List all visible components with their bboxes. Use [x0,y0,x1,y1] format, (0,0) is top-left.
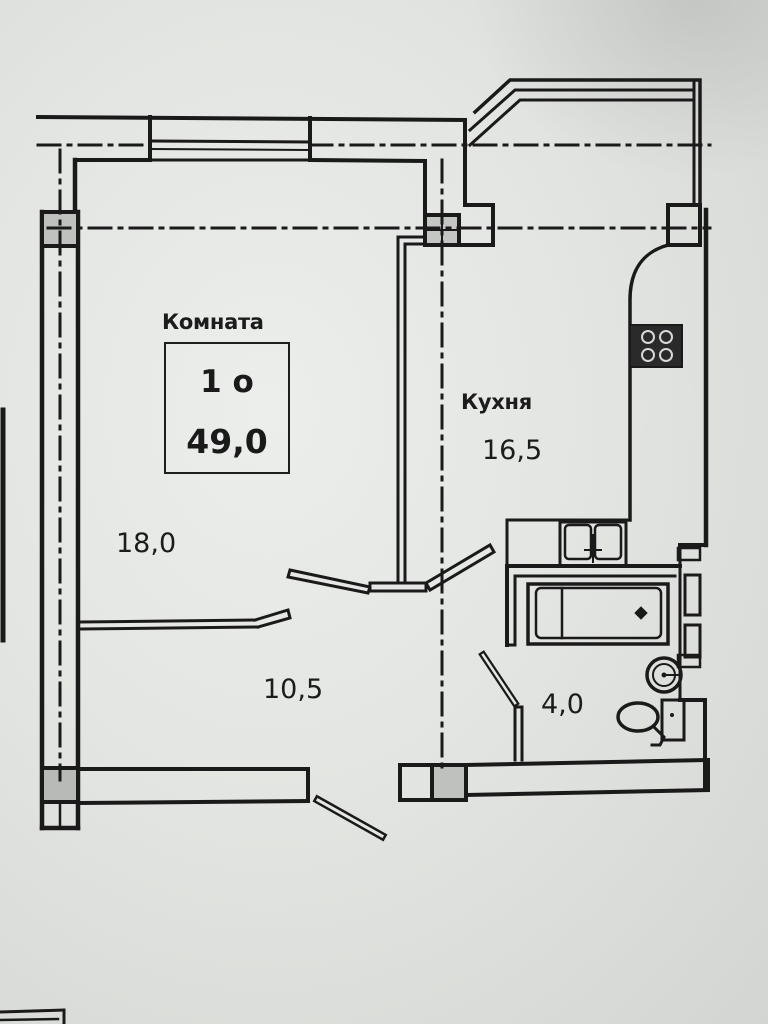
adjacent-wall-bottom [0,1008,66,1024]
partition-living-kitchen [396,235,427,584]
loggia [467,78,702,207]
bathroom-walls [505,546,702,669]
living-room-area: 18,0 [116,528,177,559]
bottom-wall-right [398,757,711,802]
summary-box: 1 о 49,0 [164,342,290,474]
toilet-icon [616,698,686,747]
right-wall [666,203,709,792]
bathtub-icon [526,582,670,646]
sink-icon [558,520,628,568]
hallway-area: 10,5 [263,674,324,705]
top-wall [35,114,468,164]
kitchen-door [423,542,497,593]
kitchen-area: 16,5 [482,435,543,466]
living-room-door [286,568,428,595]
bathroom-area: 4,0 [541,689,584,720]
entrance-door [312,794,388,842]
window-top [150,139,310,162]
bottom-wall-left [75,767,311,806]
kitchen-name: Кухня [461,390,532,414]
bathroom-door [478,650,524,762]
washbasin-icon [645,656,683,694]
kitchen-counter [505,242,671,568]
summary-room-label: Комната [162,310,264,334]
partition-living-hallway [78,608,292,631]
column-center [423,118,495,247]
stove-icon [629,324,683,368]
total-area: 49,0 [186,422,268,461]
axis-lines [36,143,712,782]
room-count: 1 о [200,364,254,400]
